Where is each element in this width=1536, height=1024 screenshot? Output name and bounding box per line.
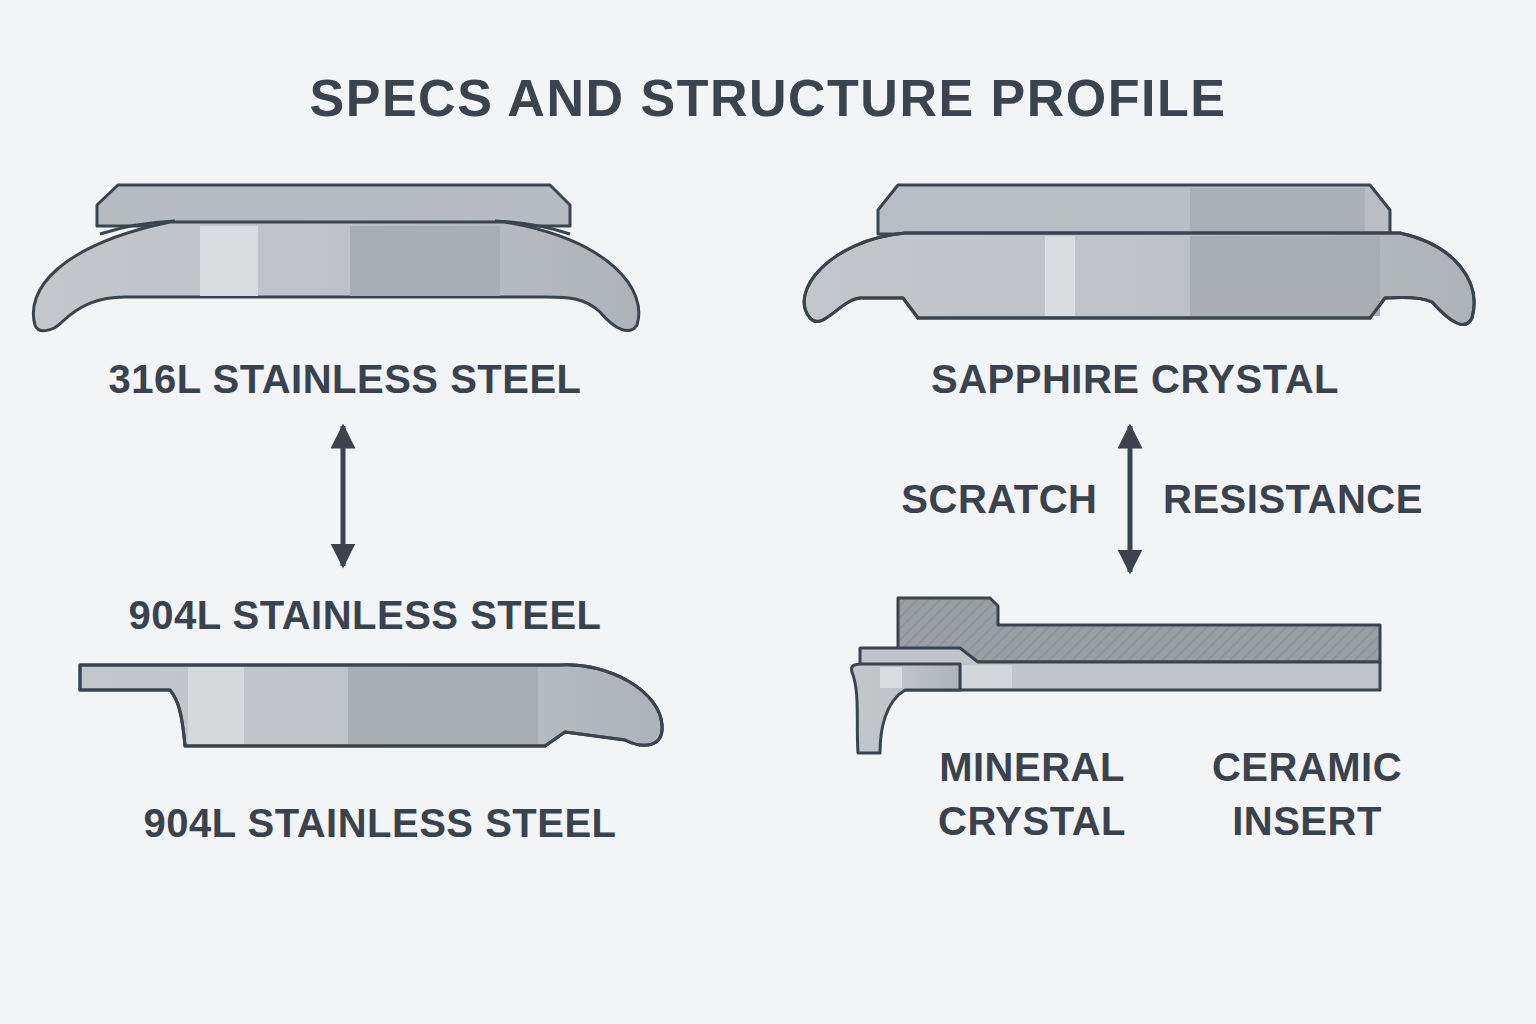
diagram-title: SPECS AND STRUCTURE PROFILE [0,68,1536,128]
material-label: 316L STAINLESS STEEL [108,352,581,406]
material-label: MINERAL CRYSTAL [912,740,1152,848]
steel-bezel-profile: 904L STAINLESS STEEL 904L STAINLESS STEEL [70,584,670,852]
steel-case-profile: 316L STAINLESS STEEL [25,180,650,408]
material-label: SAPPHIRE CRYSTAL [931,352,1339,406]
edge-label: SCRATCH RESISTANCE [901,475,1423,523]
material-label: CERAMIC INSERT [1187,740,1427,848]
bezel-insert-profile: MINERAL CRYSTAL CERAMIC INSERT [840,590,1440,852]
material-label: 904L STAINLESS STEEL [143,796,616,850]
crystal-profile: SAPPHIRE CRYSTAL [795,180,1485,408]
double-arrow [341,426,346,566]
material-label: 904L STAINLESS STEEL [128,588,601,642]
